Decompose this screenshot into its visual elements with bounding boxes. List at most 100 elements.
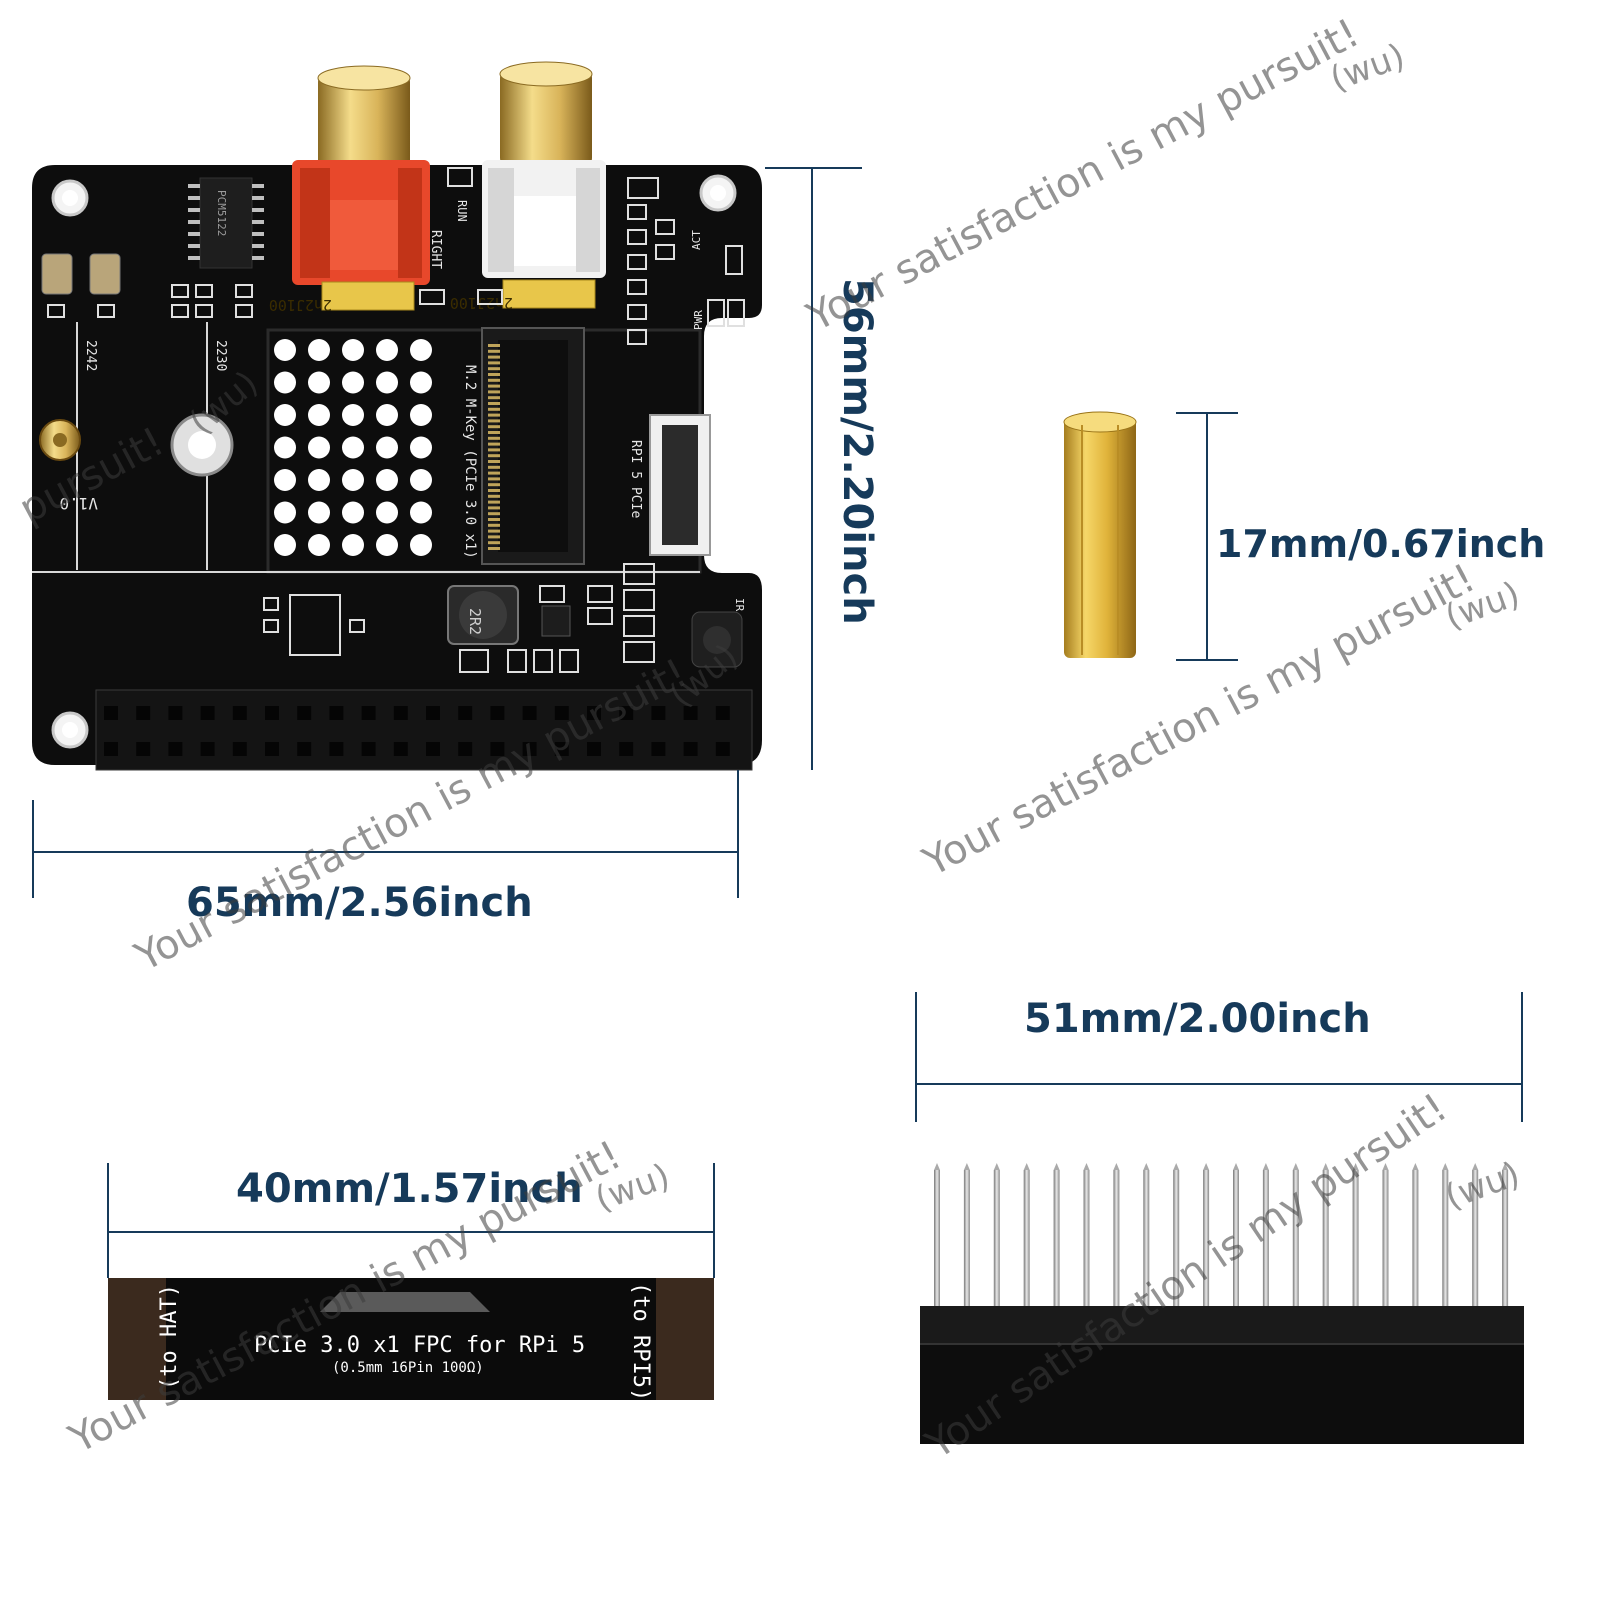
inductor — [447, 585, 519, 645]
gpio-holes — [104, 706, 730, 756]
cable-length-label: 40mm/1.57inch — [236, 1166, 583, 1212]
pin-tip — [1502, 1163, 1509, 1170]
header-pins — [934, 1163, 1509, 1310]
grid-dot — [342, 534, 364, 556]
gpio-hole — [683, 706, 698, 720]
header-pin — [1143, 1170, 1150, 1310]
m2-contact — [488, 471, 500, 475]
grid-dot — [376, 404, 398, 426]
m2-contact — [488, 373, 500, 376]
grid-dot — [308, 404, 330, 426]
cable-right-end: (to RPI5) — [628, 1282, 653, 1401]
header-pin — [1292, 1170, 1299, 1310]
m2-contact — [488, 425, 500, 429]
grid-dot — [274, 371, 296, 394]
gpio-hole — [136, 742, 151, 756]
m2-contact — [488, 413, 500, 417]
gpio-hole — [651, 706, 666, 720]
m2-contact — [488, 396, 500, 400]
header-pin — [1382, 1170, 1389, 1310]
gpio-hole — [329, 706, 344, 720]
gpio-hole — [168, 742, 183, 756]
gpio-hole — [619, 742, 634, 756]
header-pin — [1233, 1170, 1239, 1310]
cable-title: PCIe 3.0 x1 FPC for RPi 5 — [254, 1333, 585, 1358]
m2-contact — [488, 349, 500, 353]
right-label: RIGHT — [428, 230, 443, 269]
m2-contact — [488, 378, 500, 382]
gpio-hole — [619, 706, 634, 720]
gpio-hole — [136, 706, 151, 720]
gpio-hole — [715, 706, 730, 720]
cable-spec: (0.5mm 16Pin 100Ω) — [332, 1360, 484, 1376]
m2-contact — [488, 419, 500, 423]
m2-contact — [488, 442, 500, 446]
m2-contact — [488, 518, 500, 521]
gpio-hole — [587, 706, 601, 720]
gpio-hole — [200, 742, 215, 756]
grid-dot — [342, 469, 364, 491]
pin-tip — [1382, 1163, 1389, 1170]
act-label: ACT — [690, 230, 703, 250]
m2-contact — [488, 407, 500, 411]
m2-contact — [488, 465, 500, 469]
pin-tip — [934, 1163, 940, 1170]
gpio-hole — [232, 742, 247, 756]
pin-tip — [1143, 1163, 1150, 1170]
pin-tip — [1113, 1163, 1120, 1170]
gpio-hole — [426, 706, 440, 720]
gpio-hole — [393, 742, 408, 756]
header-pin — [963, 1170, 970, 1310]
gpio-hole — [232, 706, 247, 720]
header-width-label: 51mm/2.00inch — [1024, 996, 1371, 1042]
dot-grid — [274, 339, 432, 556]
cable-left-end: (to HAT) — [157, 1284, 182, 1390]
stacking-pin-header — [920, 1163, 1524, 1444]
gpio-hole — [104, 706, 118, 720]
gpio-hole — [683, 742, 698, 756]
board-width-label: 65mm/2.56inch — [186, 880, 533, 926]
standoff-height-label: 17mm/0.67inch — [1216, 522, 1546, 566]
grid-dot — [274, 469, 296, 491]
header-pin — [1173, 1170, 1180, 1310]
header-pin — [1412, 1170, 1419, 1310]
gpio-hole — [168, 706, 183, 720]
m2-contact — [488, 547, 500, 550]
m2-contacts — [488, 344, 500, 550]
pin-tip — [1203, 1163, 1210, 1170]
gpio-hole — [426, 742, 440, 756]
pin-tip — [1053, 1163, 1060, 1170]
marker-2230: 2230 — [213, 340, 228, 371]
header-pin — [1472, 1170, 1479, 1310]
m2-contact — [488, 361, 500, 365]
audio-hat-board: PCM5122 2n — [32, 61, 762, 771]
gpio-hole — [361, 706, 376, 720]
pin-tip — [1472, 1163, 1479, 1170]
gpio-hole — [297, 742, 312, 756]
header-pin — [1113, 1170, 1120, 1310]
pin-tip — [1233, 1163, 1239, 1170]
inductor-label: 2R2 — [466, 608, 484, 635]
pin-tip — [1352, 1163, 1359, 1170]
ir-label: IR — [733, 598, 746, 612]
pin-tip — [1292, 1163, 1299, 1170]
grid-dot — [308, 469, 330, 491]
header-pin — [1083, 1170, 1090, 1310]
header-pin — [1442, 1170, 1449, 1310]
gpio-hole — [361, 742, 376, 756]
brass-standoff — [1063, 411, 1137, 658]
pin-tip — [963, 1163, 970, 1170]
grid-dot — [376, 534, 398, 556]
grid-dot — [376, 469, 398, 491]
header-pin — [993, 1170, 1000, 1310]
gpio-hole — [297, 706, 312, 720]
header-pin — [1322, 1170, 1329, 1310]
rca-jack-right — [482, 61, 606, 278]
gpio-hole — [554, 706, 569, 720]
capacitor-left-label: 2n2J100 — [269, 296, 332, 314]
m2-contact — [488, 535, 500, 539]
gpio-hole — [458, 742, 473, 756]
capacitor-left — [321, 281, 415, 311]
m2-contact — [488, 483, 500, 487]
